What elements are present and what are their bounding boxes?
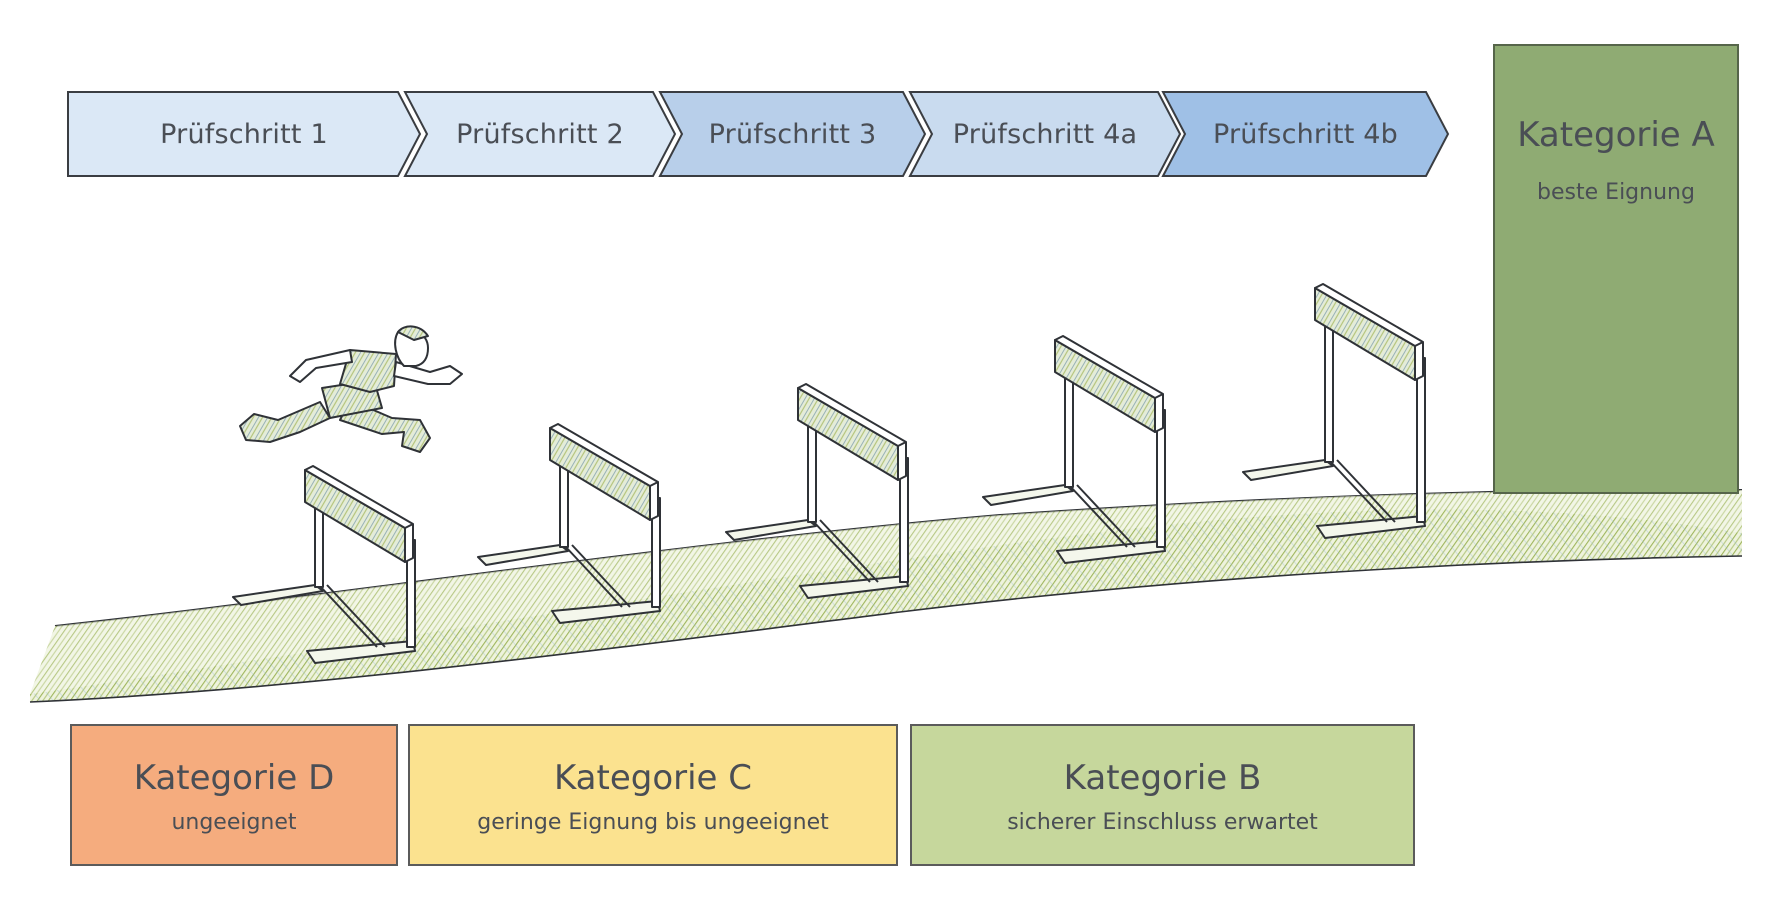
hurdle-icon: [232, 465, 416, 664]
category-b-subtitle: sicherer Einschluss erwartet: [1007, 810, 1318, 835]
chevron-arrow-icon: [403, 91, 677, 177]
hurdler-runner-icon: [239, 325, 463, 453]
step-4b: Prüfschritt 4b: [1161, 90, 1450, 178]
category-d-title: Kategorie D: [133, 758, 335, 798]
step-2-label: Prüfschritt 2: [456, 118, 624, 150]
hurdle-icon: [982, 335, 1166, 564]
step-1-label: Prüfschritt 1: [160, 118, 328, 150]
category-b-title: Kategorie B: [1063, 758, 1262, 798]
category-a-title: Kategorie A: [1517, 115, 1715, 155]
hurdle-icon: [1242, 283, 1426, 539]
step-3-label: Prüfschritt 3: [708, 118, 877, 150]
step-1: Prüfschritt 1: [67, 90, 422, 178]
chevron-arrow-icon: [658, 91, 927, 177]
step-4a-label: Prüfschritt 4a: [952, 118, 1138, 150]
rising-track-icon: [29, 488, 1743, 703]
category-a-subtitle: beste Eignung: [1537, 180, 1695, 205]
category-c-subtitle: geringe Eignung bis ungeeignet: [477, 810, 829, 835]
category-d-subtitle: ungeeignet: [171, 810, 297, 835]
step-4a: Prüfschritt 4a: [908, 90, 1182, 178]
category-c-title: Kategorie C: [553, 758, 753, 798]
category-d-box: Kategorie D ungeeignet: [70, 724, 398, 866]
category-b-box: Kategorie B sicherer Einschluss erwartet: [910, 724, 1415, 866]
category-c-box: Kategorie C geringe Eignung bis ungeeign…: [408, 724, 898, 866]
chevron-arrow-icon: [1161, 91, 1450, 177]
step-2: Prüfschritt 2: [403, 90, 677, 178]
step-3: Prüfschritt 3: [658, 90, 927, 178]
hurdles-group: [232, 283, 1426, 664]
hurdle-icon: [725, 383, 909, 599]
hurdle-icon: [477, 423, 661, 624]
step-4b-label: Prüfschritt 4b: [1212, 118, 1399, 150]
chevron-arrow-icon: [908, 91, 1182, 177]
chevron-arrow-icon: [67, 91, 422, 177]
category-a-box: Kategorie A beste Eignung: [1493, 44, 1739, 494]
